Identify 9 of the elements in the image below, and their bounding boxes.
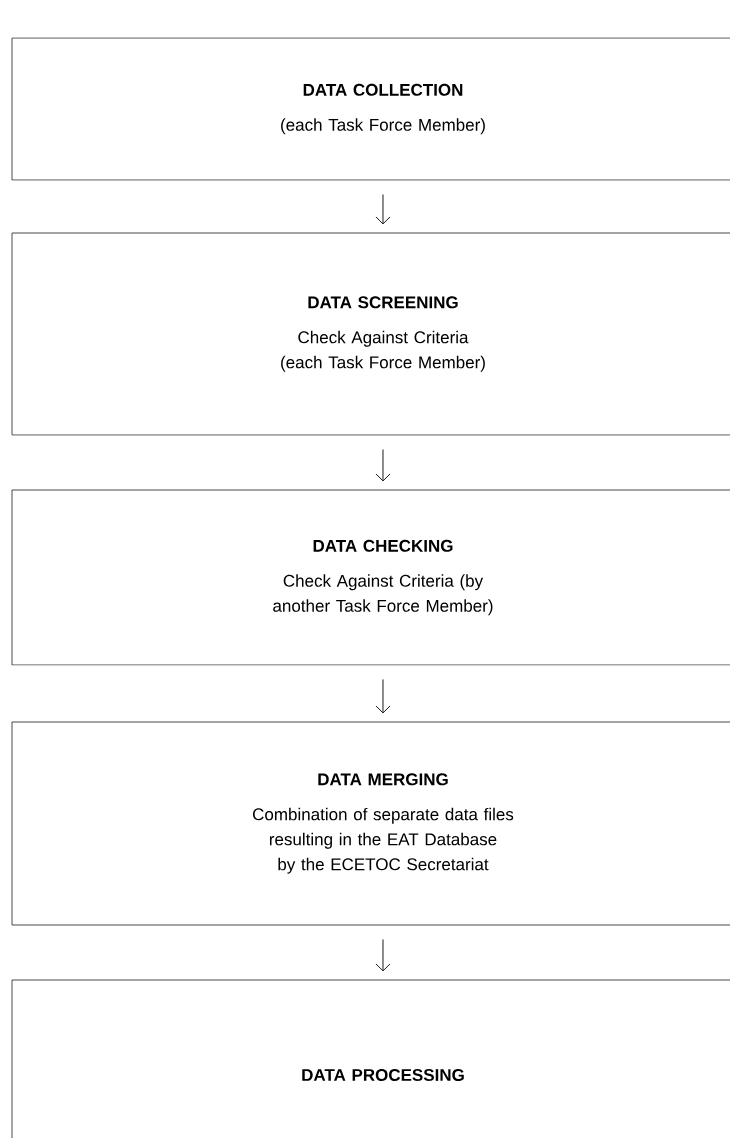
process-box: DATA SCREENING Check Against Criteria (each Task Force Member) (11, 232, 730, 436)
arrow (375, 449, 391, 482)
process-box: DATA COLLECTION (each Task Force Member) (11, 37, 730, 181)
arrow (375, 939, 391, 972)
process-box: DATA CHECKING Check Against Criteria (by another Task Force Member) (11, 489, 730, 666)
process-box: DATA MERGING Combination of separate data files resulting in the EAT Database by the ECETOC Secretariat (11, 721, 730, 926)
arrow (375, 679, 391, 714)
process-box: DATA PROCESSING (11, 979, 730, 1138)
arrow (375, 194, 391, 225)
